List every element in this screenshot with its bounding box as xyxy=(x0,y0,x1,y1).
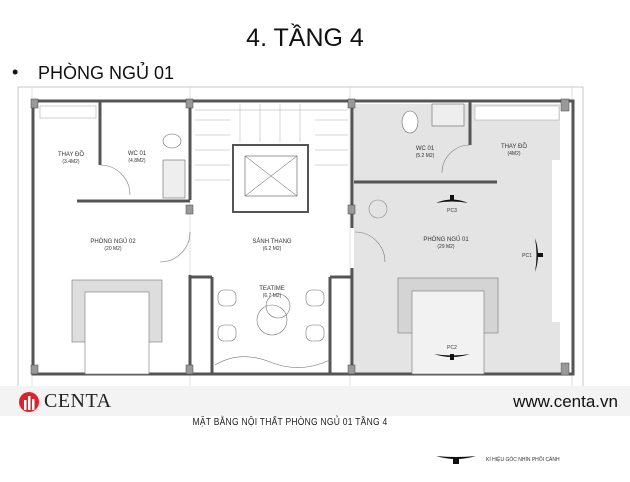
viewpoint-marker-pc3 xyxy=(436,195,468,203)
slide-subtitle: PHÒNG NGỦ 01 xyxy=(38,63,175,83)
wardrobes xyxy=(39,105,560,121)
legend-label: KÍ HIỆU GÓC NHÌN PHỐI CẢNH xyxy=(486,457,560,463)
room-label: TEATIME xyxy=(259,286,285,292)
room-label: SẢNH THANG xyxy=(252,238,292,245)
viewpoint-label: PC3 xyxy=(447,208,457,214)
room-area: (5.2 M2) xyxy=(416,153,435,159)
door-swings xyxy=(99,144,471,263)
room-area: (6.7 M2) xyxy=(263,293,282,299)
plan-caption: MẶT BẰNG NỘI THẤT PHÒNG NGỦ 01 TẦNG 4 xyxy=(192,417,388,428)
room-label: PHÒNG NGỦ 02 xyxy=(90,238,136,245)
viewpoint-label: PC2 xyxy=(447,345,457,351)
room-area: (4.8M2) xyxy=(128,158,146,164)
staircase xyxy=(195,104,348,181)
room-area: (4M2) xyxy=(507,151,520,157)
viewpoint-symbol-icon xyxy=(436,456,476,464)
room-area: (6.2 M2) xyxy=(263,246,282,252)
viewpoint-legend: KÍ HIỆU GÓC NHÌN PHỐI CẢNH xyxy=(436,452,560,468)
centa-logo: CENTA xyxy=(18,390,112,413)
room-label: WC 01 xyxy=(128,151,147,157)
room-area: (20 M2) xyxy=(104,246,122,252)
beds xyxy=(71,277,499,375)
room-label: PHÒNG NGỦ 01 xyxy=(423,236,469,243)
columns xyxy=(30,98,570,376)
walls xyxy=(31,99,575,376)
slide-title: 4. TẦNG 4 xyxy=(246,24,364,52)
website-link[interactable]: www.centa.vn xyxy=(513,392,618,411)
centa-logo-icon xyxy=(19,391,39,412)
wc-fixtures xyxy=(162,103,465,199)
room-area: (3.4M2) xyxy=(62,159,80,165)
footer-band xyxy=(0,386,630,416)
viewpoint-marker-pc1 xyxy=(535,238,543,272)
room-label: THAY ĐỒ xyxy=(501,143,527,150)
room-label: WC 01 xyxy=(416,146,435,152)
viewpoint-label: PC1 xyxy=(522,253,532,259)
bullet-marker: • xyxy=(12,62,19,82)
room-area: (29 M2) xyxy=(437,244,455,250)
elevator xyxy=(232,144,309,213)
viewpoint-marker-pc2 xyxy=(434,354,470,360)
teatime-furniture xyxy=(214,289,331,368)
room-label: THAY ĐỒ xyxy=(58,151,84,158)
brand-name: CENTA xyxy=(44,390,112,412)
